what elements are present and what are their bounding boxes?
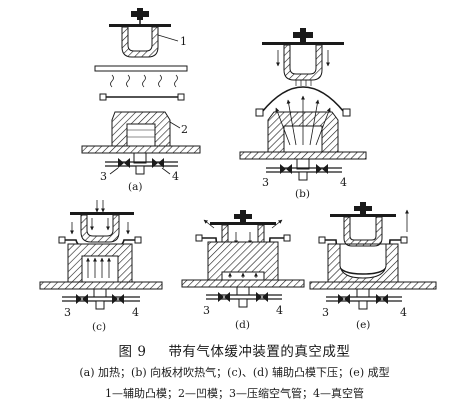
panel-d-label: (d) bbox=[235, 319, 250, 331]
plunger-plate bbox=[70, 212, 134, 215]
female-mold bbox=[267, 111, 339, 153]
callout-3: 3 bbox=[203, 304, 210, 317]
plunger-knob bbox=[354, 202, 372, 214]
plunger-plate bbox=[262, 42, 344, 45]
air-arrows bbox=[86, 257, 111, 278]
female-mold bbox=[327, 243, 399, 283]
callout-2: 2 bbox=[181, 123, 188, 136]
pipes bbox=[62, 288, 140, 310]
heater-plate bbox=[94, 65, 188, 72]
plunger-plate bbox=[210, 222, 276, 225]
panel-c: 3 4 (c) bbox=[39, 200, 163, 333]
callout-3: 3 bbox=[262, 176, 269, 189]
panel-c-label: (c) bbox=[92, 321, 106, 333]
panel-a-label: (a) bbox=[128, 181, 142, 193]
plunger-knob bbox=[293, 28, 313, 42]
heat-waves bbox=[110, 74, 178, 88]
figure-number: 图 9 bbox=[118, 344, 147, 360]
callout-4: 4 bbox=[276, 304, 283, 317]
figure-caption-title: 图 9 带有气体缓冲装置的真空成型 bbox=[0, 340, 469, 360]
panel-b-label: (b) bbox=[295, 188, 310, 200]
callout-4: 4 bbox=[132, 306, 139, 319]
plunger-plate bbox=[109, 24, 171, 27]
base-plate bbox=[39, 281, 163, 290]
callout-4: 4 bbox=[400, 306, 407, 319]
figure-caption-legend: 1—辅助凸模；2—凹模；3—压缩空气管；4—真空管 bbox=[105, 387, 364, 400]
base-plate bbox=[81, 145, 201, 154]
plastic-sheet bbox=[99, 93, 185, 101]
assist-plunger bbox=[283, 44, 323, 81]
callout-3: 3 bbox=[100, 170, 107, 183]
figure-caption-steps: (a) 加热；(b) 向板材吹热气；(c)、(d) 辅助凸模下压；(e) 成型 bbox=[79, 366, 390, 379]
pipes bbox=[105, 152, 178, 175]
plunger-plate bbox=[330, 214, 396, 217]
plastic-sheet-dome bbox=[261, 86, 345, 113]
assist-plunger bbox=[121, 26, 159, 58]
figure-title: 带有气体缓冲装置的真空成型 bbox=[168, 344, 351, 360]
callout-3: 3 bbox=[64, 306, 71, 319]
plunger-knob bbox=[234, 210, 252, 222]
plunger-knob bbox=[131, 8, 149, 24]
base-plate bbox=[181, 279, 305, 288]
panel-a: 1 2 bbox=[81, 8, 201, 193]
vacuum-forming-diagram: 1 2 bbox=[39, 8, 437, 333]
base-plate bbox=[309, 281, 437, 290]
callout-4: 4 bbox=[172, 170, 179, 183]
panel-e-label: (e) bbox=[356, 319, 370, 331]
callout-1: 1 bbox=[180, 35, 187, 48]
pipes bbox=[326, 288, 402, 310]
panel-e: 3 4 (e) bbox=[309, 202, 437, 331]
panel-b: 3 4 (b) bbox=[239, 28, 367, 200]
hot-air-arrows bbox=[275, 95, 331, 146]
callout-4: 4 bbox=[340, 176, 347, 189]
female-mold bbox=[67, 243, 133, 283]
callout-3: 3 bbox=[322, 306, 329, 319]
assist-plunger bbox=[80, 214, 120, 243]
panel-d: 3 4 (d) bbox=[181, 210, 305, 331]
base-plate bbox=[239, 151, 367, 160]
pipes bbox=[206, 286, 282, 308]
pipes bbox=[266, 158, 342, 181]
assist-plunger bbox=[343, 216, 383, 247]
female-mold bbox=[111, 111, 171, 147]
